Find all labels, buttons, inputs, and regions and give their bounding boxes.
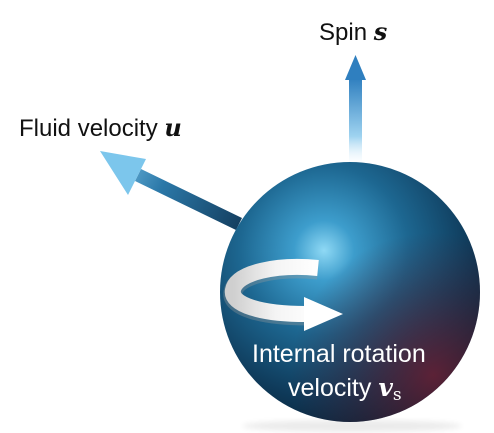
internal-rotation-label-text: velocity	[288, 374, 378, 402]
spin-arrow	[345, 55, 366, 168]
curved-rotation-arrow-icon	[223, 258, 343, 331]
rotation-velocity-symbol: v	[378, 373, 393, 402]
fluid-velocity-arrow	[100, 151, 242, 230]
fluid-velocity-symbol: u	[164, 113, 181, 142]
internal-rotation-label-line1: Internal rotation	[252, 340, 426, 368]
rotation-velocity-subscript: s	[393, 385, 402, 405]
particle-sphere	[220, 162, 480, 432]
internal-rotation-label-line2: velocity vs	[288, 373, 402, 405]
fluid-velocity-label-text: Fluid velocity	[19, 115, 164, 142]
fluid-velocity-label: Fluid velocity u	[19, 113, 182, 142]
spin-label-text: Spin	[319, 19, 374, 46]
spin-label: Spin s	[319, 17, 388, 46]
spin-symbol: s	[373, 17, 388, 46]
